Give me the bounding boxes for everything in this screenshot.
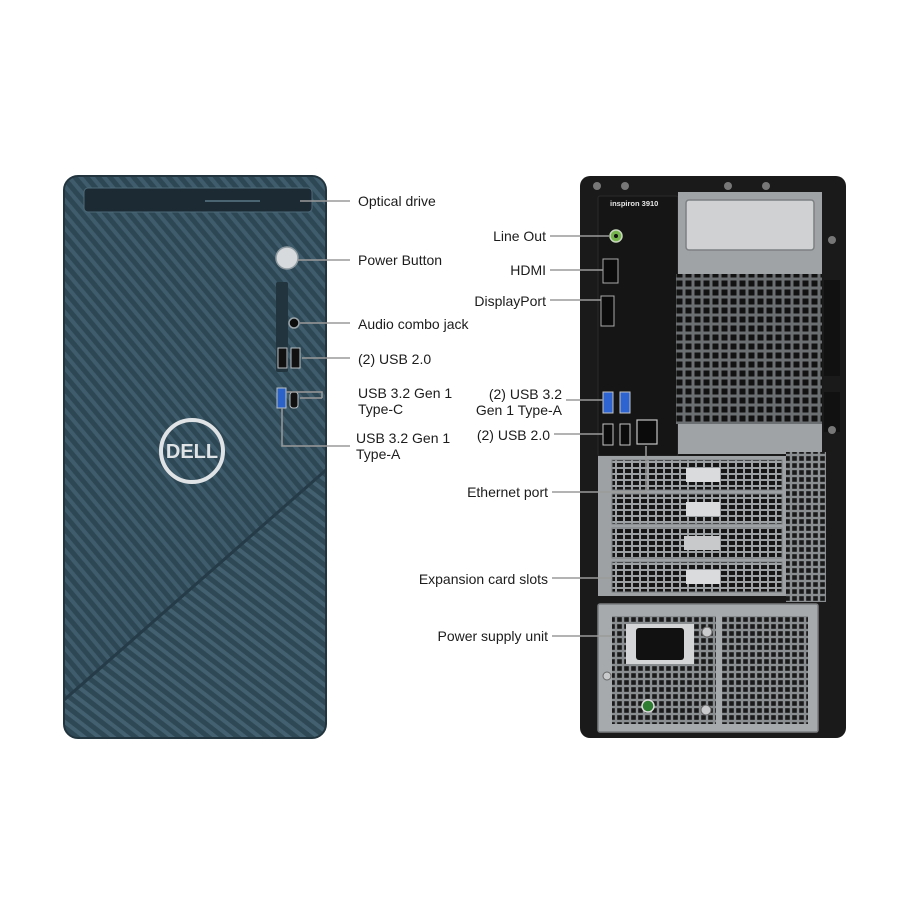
callout-front-usbc: USB 3.2 Gen 1 Type-C [358,385,452,417]
callout-psu: Power supply unit [437,628,548,644]
optical-drive [83,187,313,213]
usb2-port-icon [619,423,631,446]
audio-jack-icon [288,317,300,329]
callout-back-usb32: (2) USB 3.2 Gen 1 Type-A [476,386,562,418]
callout-front-usb2: (2) USB 2.0 [358,351,432,367]
callout-optical-drive: Optical drive [358,193,436,209]
expansion-slots [598,452,826,602]
callout-displayport: DisplayPort [474,293,546,309]
usb2-port-icon [277,347,288,369]
callout-front-usba-line1: USB 3.2 Gen 1 [356,430,451,446]
usb-typec-port-icon [289,391,299,409]
callout-front-usba-line2: Type-A [356,446,401,462]
power-socket-icon [636,628,684,660]
usb2-port-icon [290,347,301,369]
callout-audio-combo-jack: Audio combo jack [358,316,469,332]
front-leader-lines [281,200,350,447]
power-supply-unit [597,603,819,733]
front-io-panel [276,282,301,409]
model-label: inspiron 3910 [610,199,658,208]
callout-power-button: Power Button [358,252,443,268]
callout-expansion-slots: Expansion card slots [418,571,548,587]
power-button[interactable] [275,246,299,270]
displayport-icon [600,295,615,327]
ethernet-port-icon [636,419,658,445]
callout-back-usb32-line2: Gen 1 Type-A [475,402,562,418]
callout-front-usba: USB 3.2 Gen 1 Type-A [356,430,450,462]
back-leader-lines [550,235,647,637]
dell-logo-text: DELL [166,441,218,463]
usb2-port-icon [602,423,614,446]
usb3-port-icon [602,391,614,414]
callout-hdmi: HDMI [510,262,546,278]
dell-logo-icon: DELL [159,418,225,484]
rear-io-ports [600,229,658,446]
callout-line-out: Line Out [493,228,546,244]
callout-back-usb2: (2) USB 2.0 [476,427,550,443]
usb3-typea-port-icon [276,387,287,409]
callout-ethernet: Ethernet port [467,484,548,500]
front-chassis [63,175,327,739]
callout-front-usbc-line1: USB 3.2 Gen 1 [358,385,453,401]
callout-front-usbc-line2: Type-C [358,401,404,417]
hdmi-port-icon [602,258,619,284]
callout-back-usb32-line1: (2) USB 3.2 [488,386,562,402]
usb3-port-icon [619,391,631,414]
